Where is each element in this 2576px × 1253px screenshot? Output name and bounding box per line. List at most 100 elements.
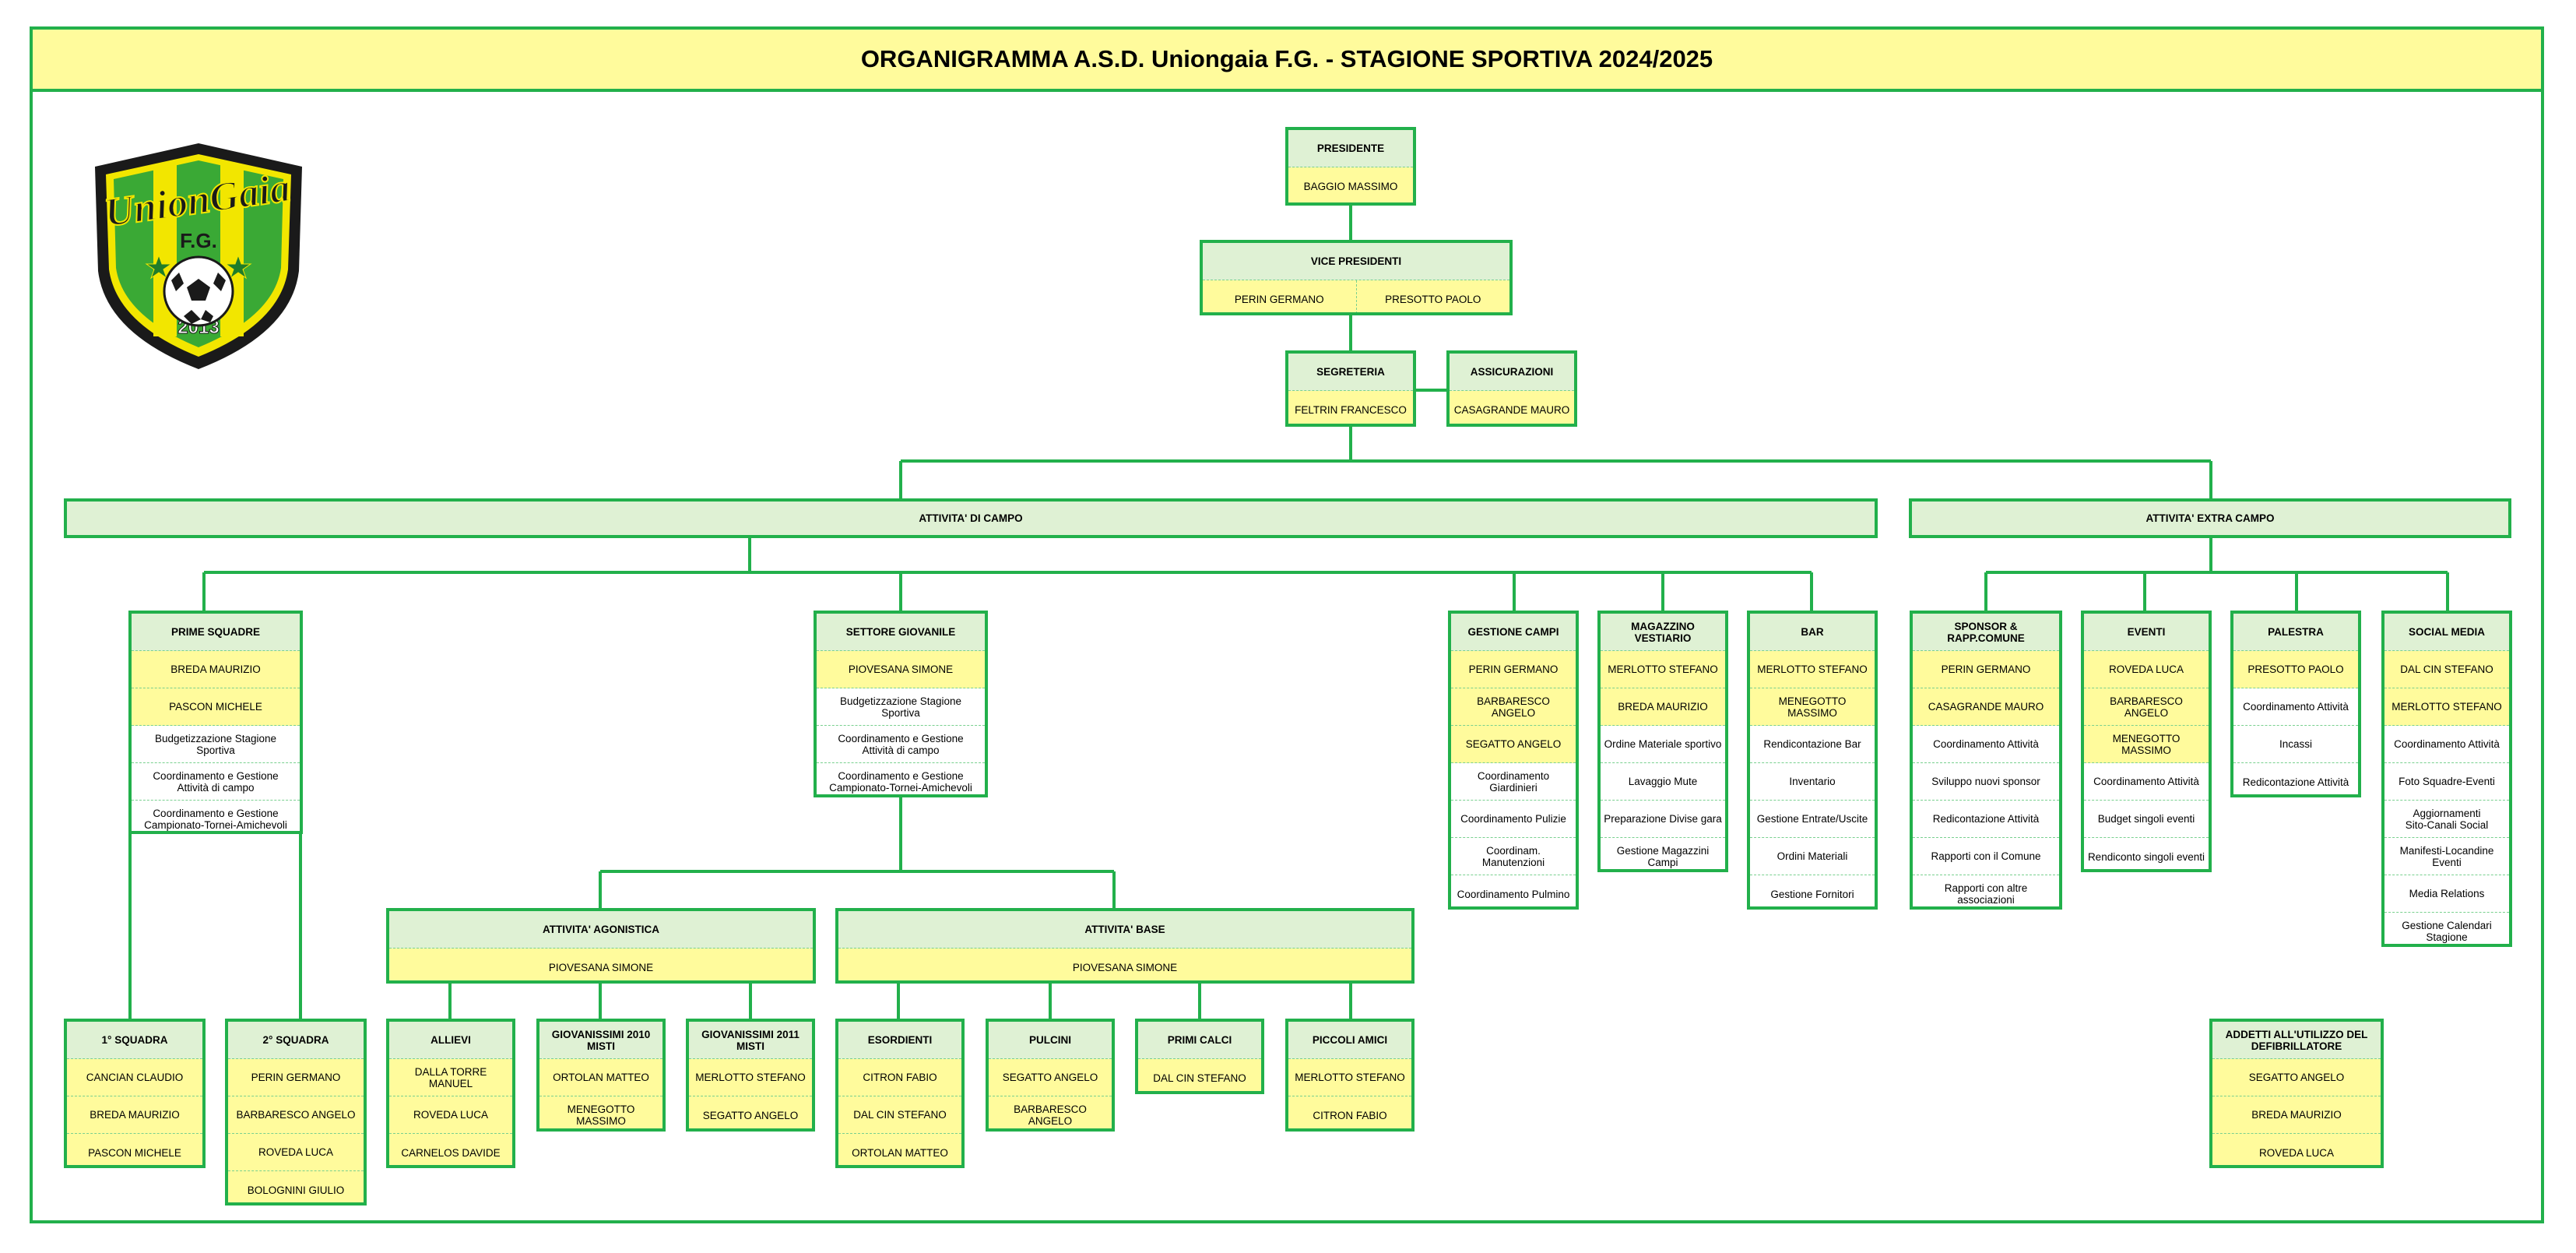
box-task: Manifesti-Locandine Eventi bbox=[2384, 838, 2509, 875]
box-name: CITRON FABIO bbox=[838, 1059, 961, 1096]
box-task: Sviluppo nuovi sponsor bbox=[1913, 763, 2059, 801]
box-task: Gestione Fornitori bbox=[1750, 875, 1875, 906]
connector bbox=[1984, 538, 2449, 611]
box-giovanissimi-2010: GIOVANISSIMI 2010 MISTI ORTOLAN MATTEO M… bbox=[536, 1019, 666, 1132]
box-task: Coordinamento Giardinieri bbox=[1451, 763, 1576, 801]
box-name: PERIN GERMANO bbox=[1913, 651, 2059, 688]
box-name: MERLOTTO STEFANO bbox=[689, 1059, 812, 1096]
box-attivita-base: ATTIVITA' BASE PIOVESANA SIMONE bbox=[835, 908, 1415, 984]
box-header: SPONSOR & RAPP.COMUNE bbox=[1913, 614, 2059, 651]
box-header: PALESTRA bbox=[2233, 614, 2358, 651]
box-task: Ordini Materiali bbox=[1750, 838, 1875, 875]
box-header: GIOVANISSIMI 2010 MISTI bbox=[539, 1022, 662, 1059]
box-header: PICCOLI AMICI bbox=[1288, 1022, 1411, 1059]
box-sponsor: SPONSOR & RAPP.COMUNE PERIN GERMANO CASA… bbox=[1910, 611, 2062, 910]
box-task: Redicontazione Attività bbox=[2233, 763, 2358, 794]
box-gestione-campi: GESTIONE CAMPI PERIN GERMANO BARBARESCO … bbox=[1448, 611, 1579, 910]
box-task: Redicontazione Attività bbox=[1913, 801, 2059, 838]
box-task: Coordinamento e Gestione Campionato-Torn… bbox=[817, 763, 985, 794]
chart-title: ORGANIGRAMMA A.S.D. Uniongaia F.G. - STA… bbox=[30, 26, 2544, 92]
box-task: Coordinamento Attività bbox=[2233, 688, 2358, 726]
svg-text:F.G.: F.G. bbox=[180, 229, 217, 252]
box-header: VICE PRESIDENTI bbox=[1203, 243, 1509, 280]
box-esordienti: ESORDIENTI CITRON FABIO DAL CIN STEFANO … bbox=[835, 1019, 965, 1168]
box-name: PASCON MICHELE bbox=[132, 688, 300, 726]
box-name: PIOVESANA SIMONE bbox=[838, 949, 1411, 980]
box-task: Aggiornamenti Sito-Canali Social bbox=[2384, 801, 2509, 838]
box-name: ORTOLAN MATTEO bbox=[539, 1059, 662, 1096]
box-task: Budget singoli eventi bbox=[2084, 801, 2209, 838]
box-name: PASCON MICHELE bbox=[67, 1134, 202, 1165]
box-name: PERIN GERMANO bbox=[1451, 651, 1576, 688]
box-attivita-extra-campo: ATTIVITA' EXTRA CAMPO bbox=[1909, 498, 2511, 538]
box-name: BARBARESCO ANGELO bbox=[989, 1096, 1112, 1128]
box-name: SEGATTO ANGELO bbox=[1451, 726, 1576, 763]
box-name: BAGGIO MASSIMO bbox=[1288, 167, 1413, 202]
box-task: Coordinamento e Gestione Attività di cam… bbox=[132, 763, 300, 801]
box-name: MENEGOTTO MASSIMO bbox=[2084, 726, 2209, 763]
box-name: FELTRIN FRANCESCO bbox=[1288, 391, 1413, 424]
box-bar: BAR MERLOTTO STEFANO MENEGOTTO MASSIMO R… bbox=[1747, 611, 1878, 910]
box-name: PRESOTTO PAOLO bbox=[1355, 280, 1509, 312]
box-task: Gestione Entrate/Uscite bbox=[1750, 801, 1875, 838]
box-name: SEGATTO ANGELO bbox=[689, 1096, 812, 1128]
connector bbox=[448, 984, 752, 1019]
box-name: DAL CIN STEFANO bbox=[1138, 1059, 1261, 1091]
box-name: SEGATTO ANGELO bbox=[2212, 1059, 2381, 1096]
box-name: ROVEDA LUCA bbox=[389, 1096, 512, 1134]
box-name: CARNELOS DAVIDE bbox=[389, 1134, 512, 1165]
box-header: ALLIEVI bbox=[389, 1022, 512, 1059]
box-name: PIOVESANA SIMONE bbox=[817, 651, 985, 688]
box-name: DAL CIN STEFANO bbox=[2384, 651, 2509, 688]
box-header: SETTORE GIOVANILE bbox=[817, 614, 985, 651]
box-header: BAR bbox=[1750, 614, 1875, 651]
box-name: BARBARESCO ANGELO bbox=[2084, 688, 2209, 726]
box-header: MAGAZZINO VESTIARIO bbox=[1601, 614, 1725, 651]
box-header: PULCINI bbox=[989, 1022, 1112, 1059]
box-attivita-campo: ATTIVITA' DI CAMPO bbox=[64, 498, 1878, 538]
star-icon bbox=[224, 254, 252, 280]
box-name: ROVEDA LUCA bbox=[228, 1134, 364, 1171]
box-header: ATTIVITA' AGONISTICA bbox=[389, 911, 813, 949]
box-header: 2° SQUADRA bbox=[228, 1022, 364, 1059]
box-task: Rapporti con altre associazioni bbox=[1913, 875, 2059, 906]
box-name: MENEGOTTO MASSIMO bbox=[539, 1096, 662, 1128]
box-defibrillatore: ADDETTI ALL'UTILIZZO DEL DEFIBRILLATORE … bbox=[2209, 1019, 2384, 1168]
box-header: GIOVANISSIMI 2011 MISTI bbox=[689, 1022, 812, 1059]
box-pulcini: PULCINI SEGATTO ANGELO BARBARESCO ANGELO bbox=[986, 1019, 1115, 1132]
box-vice-presidenti: VICE PRESIDENTI PERIN GERMANO PRESOTTO P… bbox=[1200, 240, 1513, 315]
soccer-ball-icon bbox=[163, 255, 234, 327]
box-name: DALLA TORRE MANUEL bbox=[389, 1059, 512, 1096]
box-squadra-1: 1° SQUADRA CANCIAN CLAUDIO BREDA MAURIZI… bbox=[64, 1019, 206, 1168]
box-task: Gestione Magazzini Campi bbox=[1601, 838, 1725, 869]
box-header: SEGRETERIA bbox=[1288, 354, 1413, 391]
box-palestra: PALESTRA PRESOTTO PAOLO Coordinamento At… bbox=[2230, 611, 2361, 797]
box-name: PRESOTTO PAOLO bbox=[2233, 651, 2358, 688]
box-segreteria: SEGRETERIA FELTRIN FRANCESCO bbox=[1285, 350, 1416, 427]
box-prime-squadre: PRIME SQUADRE BREDA MAURIZIO PASCON MICH… bbox=[128, 611, 303, 834]
connector bbox=[599, 797, 1116, 908]
box-task: Budgetizzazione Stagione Sportiva bbox=[132, 726, 300, 763]
box-task: Coordinamento Attività bbox=[1913, 726, 2059, 763]
box-name: PIOVESANA SIMONE bbox=[389, 949, 813, 980]
box-task: Rendiconto singoli eventi bbox=[2084, 838, 2209, 869]
box-name: ROVEDA LUCA bbox=[2084, 651, 2209, 688]
box-name: MERLOTTO STEFANO bbox=[1288, 1059, 1411, 1096]
box-task: Coordinamento Pulizie bbox=[1451, 801, 1576, 838]
box-header: ATTIVITA' DI CAMPO bbox=[67, 502, 1875, 535]
box-task: Lavaggio Mute bbox=[1601, 763, 1725, 801]
connector bbox=[202, 538, 1813, 611]
star-icon bbox=[145, 254, 173, 280]
box-header: PRIMI CALCI bbox=[1138, 1022, 1261, 1059]
box-name: MENEGOTTO MASSIMO bbox=[1750, 688, 1875, 726]
box-header: EVENTI bbox=[2084, 614, 2209, 651]
connector bbox=[899, 427, 2212, 498]
box-social-media: SOCIAL MEDIA DAL CIN STEFANO MERLOTTO ST… bbox=[2381, 611, 2512, 947]
box-name: BREDA MAURIZIO bbox=[1601, 688, 1725, 726]
box-task: Ordine Materiale sportivo bbox=[1601, 726, 1725, 763]
box-task: Rendicontazione Bar bbox=[1750, 726, 1875, 763]
box-task: Rapporti con il Comune bbox=[1913, 838, 2059, 875]
box-task: Inventario bbox=[1750, 763, 1875, 801]
box-name: BARBARESCO ANGELO bbox=[1451, 688, 1576, 726]
box-task: Coordinamento Attività bbox=[2384, 726, 2509, 763]
